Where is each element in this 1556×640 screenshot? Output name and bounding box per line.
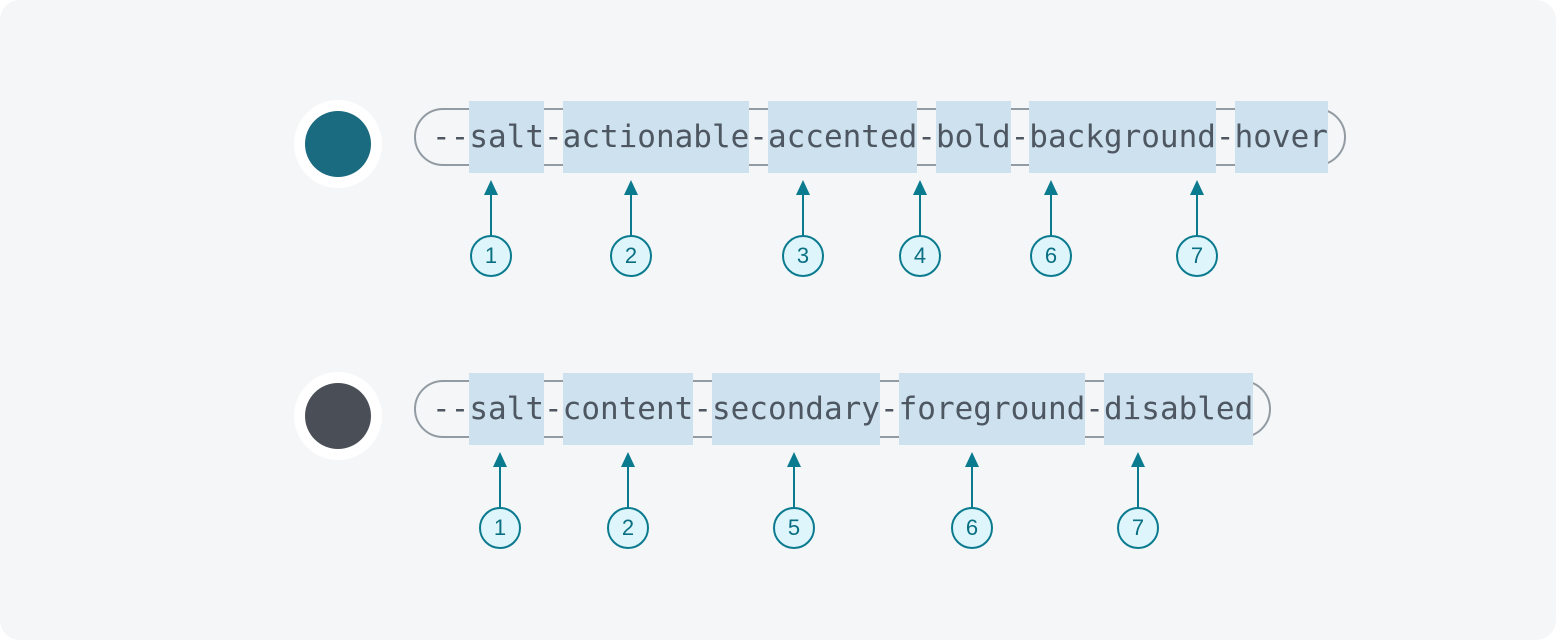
- token-segment-hover: hover: [1234, 101, 1328, 173]
- token-segment-dash: -: [879, 391, 899, 427]
- arrow-up-icon: [1190, 180, 1204, 236]
- token-segment-dash: -: [917, 119, 936, 155]
- step-marker: 5: [773, 507, 815, 549]
- token-segment-prefix: --: [432, 119, 470, 155]
- step-marker: 1: [470, 235, 512, 277]
- pointer-1-4: 4: [892, 180, 948, 277]
- pointer-2-1: 1: [472, 452, 528, 549]
- step-marker: 2: [610, 235, 652, 277]
- actionable-accented-bold-background-hover-swatch: [305, 111, 371, 177]
- token-segment-accented: accented: [767, 101, 918, 173]
- token-segment-background: background: [1029, 101, 1216, 173]
- token-segment-content: content: [562, 373, 694, 445]
- arrow-up-icon: [787, 452, 801, 508]
- token-segment-dash: -: [693, 391, 712, 427]
- token-segment-prefix: --: [432, 391, 470, 427]
- arrow-up-icon: [1131, 452, 1145, 508]
- step-marker: 6: [951, 507, 993, 549]
- step-marker: 4: [899, 235, 941, 277]
- token-pill-2: --salt-content-secondary-foreground-disa…: [414, 373, 1272, 445]
- step-marker: 6: [1030, 235, 1072, 277]
- token-text-2: --salt-content-secondary-foreground-disa…: [432, 373, 1254, 445]
- token-segment-foreground: foreground: [898, 373, 1086, 445]
- token-segment-dash: -: [543, 119, 563, 155]
- pointer-2-6: 6: [944, 452, 1000, 549]
- pointer-2-7: 7: [1110, 452, 1166, 549]
- token-row-1: --salt-actionable-accented-bold-backgrou…: [0, 94, 1556, 194]
- token-segment-secondary: secondary: [711, 373, 880, 445]
- color-swatch-ring-1: [294, 100, 382, 188]
- pointer-2-5: 5: [766, 452, 822, 549]
- token-segment-dash: -: [1085, 391, 1104, 427]
- pointer-1-2: 2: [603, 180, 659, 277]
- arrow-up-icon: [621, 452, 635, 508]
- pointer-1-7: 7: [1169, 180, 1225, 277]
- token-pill-1: --salt-actionable-accented-bold-backgrou…: [414, 101, 1346, 173]
- token-segment-dash: -: [749, 119, 768, 155]
- arrow-up-icon: [493, 452, 507, 508]
- token-text-1: --salt-actionable-accented-bold-backgrou…: [432, 101, 1328, 173]
- step-marker: 7: [1176, 235, 1218, 277]
- color-swatch-ring-2: [294, 372, 382, 460]
- arrow-up-icon: [484, 180, 498, 236]
- token-segment-salt: salt: [469, 101, 544, 173]
- pointer-1-6: 6: [1023, 180, 1079, 277]
- step-marker: 2: [607, 507, 649, 549]
- arrow-up-icon: [913, 180, 927, 236]
- token-segment-salt: salt: [469, 373, 544, 445]
- token-segment-dash: -: [1010, 119, 1030, 155]
- arrow-up-icon: [796, 180, 810, 236]
- token-segment-bold: bold: [935, 101, 1011, 173]
- arrow-up-icon: [965, 452, 979, 508]
- token-segment-dash: -: [1215, 119, 1235, 155]
- arrow-up-icon: [1044, 180, 1058, 236]
- pointer-2-2: 2: [600, 452, 656, 549]
- arrow-up-icon: [624, 180, 638, 236]
- pointer-1-3: 3: [775, 180, 831, 277]
- step-marker: 1: [479, 507, 521, 549]
- token-row-2: --salt-content-secondary-foreground-disa…: [0, 366, 1556, 466]
- step-marker: 7: [1117, 507, 1159, 549]
- token-segment-disabled: disabled: [1103, 373, 1254, 445]
- token-segment-actionable: actionable: [562, 101, 750, 173]
- content-secondary-foreground-disabled-swatch: [305, 383, 371, 449]
- token-segment-dash: -: [543, 391, 563, 427]
- step-marker: 3: [782, 235, 824, 277]
- pointer-1-1: 1: [463, 180, 519, 277]
